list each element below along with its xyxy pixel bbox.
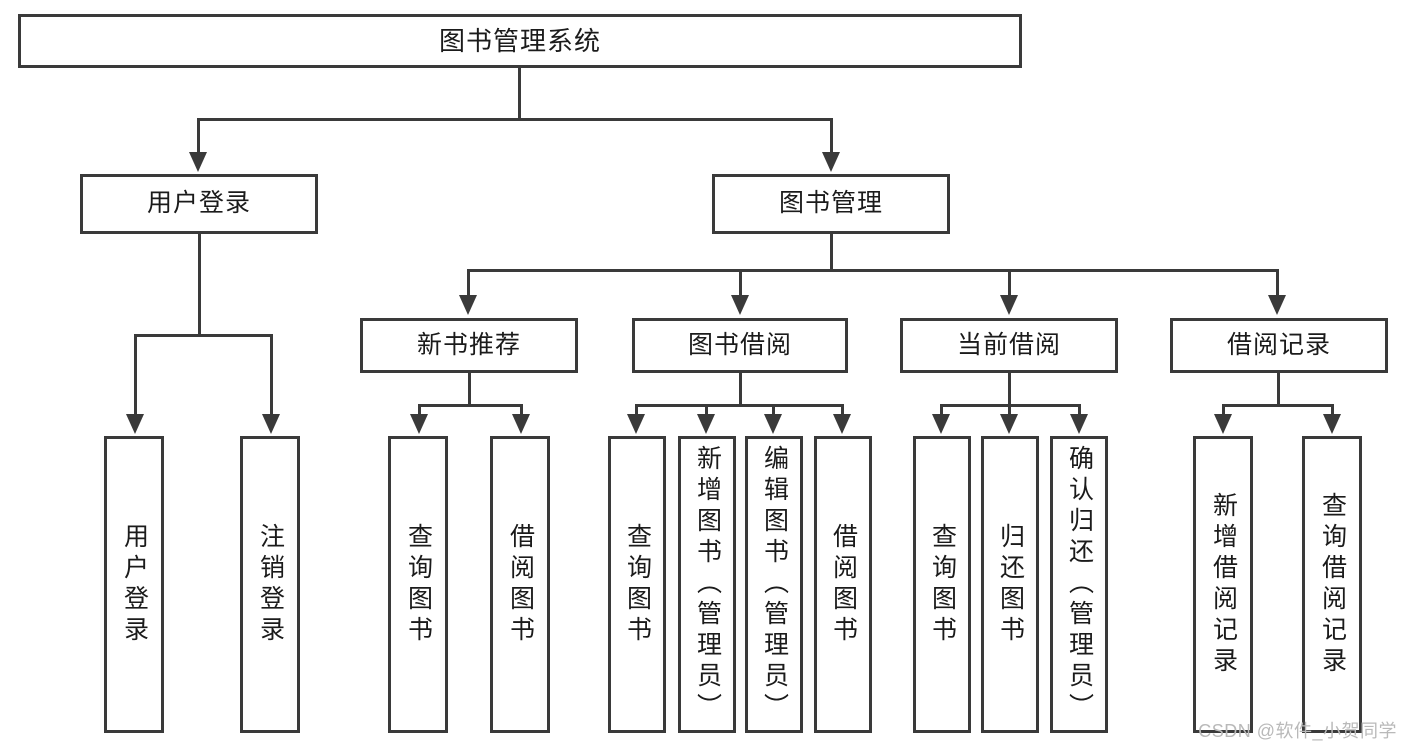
node-label: 确认归还（管理员）: [1065, 445, 1094, 724]
arrow-down-icon: [459, 295, 477, 315]
arrow-down-icon: [731, 295, 749, 315]
connector-bookborrow-drop-3: [772, 404, 775, 416]
connector-newbook-stem: [468, 373, 471, 407]
arrow-down-icon: [627, 414, 645, 434]
connector-bookmgmt-drop-2: [739, 269, 742, 297]
node-label: 查询借阅记录: [1318, 491, 1347, 678]
leaf-confirm-return-admin[interactable]: 确认归还（管理员）: [1050, 436, 1108, 733]
node-label: 新书推荐: [416, 330, 521, 359]
node-book-management[interactable]: 图书管理: [712, 174, 950, 234]
node-label: 用户登录: [120, 522, 149, 647]
leaf-return-book[interactable]: 归还图书: [981, 436, 1039, 733]
node-label: 注销登录: [256, 522, 285, 647]
node-book-management-system[interactable]: 图书管理系统: [18, 14, 1022, 68]
node-current-borrow[interactable]: 当前借阅: [900, 318, 1118, 373]
node-label: 查询图书: [404, 522, 433, 647]
leaf-logout[interactable]: 注销登录: [240, 436, 300, 733]
connector-bookmgmt-drop-4: [1276, 269, 1279, 297]
arrow-down-icon: [764, 414, 782, 434]
connector-currentborrow-drop-1: [940, 404, 943, 416]
node-label: 借阅图书: [506, 522, 535, 647]
connector-bookmgmt-drop-1: [467, 269, 470, 297]
arrow-down-icon: [410, 414, 428, 434]
node-label: 图书管理系统: [438, 25, 601, 56]
leaf-add-borrow-record[interactable]: 新增借阅记录: [1193, 436, 1253, 733]
connector-root-drop-1: [197, 118, 200, 154]
node-label: 新增借阅记录: [1209, 491, 1238, 678]
connector-bookborrow-drop-1: [635, 404, 638, 416]
connector-userlogin-stem: [198, 234, 201, 336]
node-user-login[interactable]: 用户登录: [80, 174, 318, 234]
connector-root-drop-2: [830, 118, 833, 154]
connector-bookmgmt-bus: [467, 269, 1278, 272]
connector-newbook-drop-2: [520, 404, 523, 416]
leaf-edit-book-admin[interactable]: 编辑图书（管理员）: [745, 436, 803, 733]
node-new-book-recommend[interactable]: 新书推荐: [360, 318, 578, 373]
leaf-query-book-borrow[interactable]: 查询图书: [608, 436, 666, 733]
leaf-user-login[interactable]: 用户登录: [104, 436, 164, 733]
arrow-down-icon: [1000, 295, 1018, 315]
arrow-down-icon: [833, 414, 851, 434]
connector-borrowrecord-bus: [1222, 404, 1334, 407]
arrow-down-icon: [1214, 414, 1232, 434]
connector-root-bus: [197, 118, 833, 121]
node-label: 图书管理: [778, 189, 883, 218]
node-label: 查询图书: [928, 522, 957, 647]
connector-root-stem: [518, 68, 521, 120]
node-label: 用户登录: [146, 189, 251, 218]
node-borrow-record[interactable]: 借阅记录: [1170, 318, 1388, 373]
connector-bookborrow-stem: [739, 373, 742, 407]
leaf-borrow-book-recommend[interactable]: 借阅图书: [490, 436, 550, 733]
node-book-borrow[interactable]: 图书借阅: [632, 318, 848, 373]
connector-bookborrow-drop-4: [841, 404, 844, 416]
connector-currentborrow-drop-3: [1078, 404, 1081, 416]
connector-currentborrow-stem: [1008, 373, 1011, 407]
leaf-add-book-admin[interactable]: 新增图书（管理员）: [678, 436, 736, 733]
node-label: 编辑图书（管理员）: [760, 445, 789, 724]
connector-borrowrecord-drop-1: [1222, 404, 1225, 416]
arrow-down-icon: [822, 152, 840, 172]
leaf-borrow-book[interactable]: 借阅图书: [814, 436, 872, 733]
node-label: 查询图书: [623, 522, 652, 647]
connector-borrowrecord-stem: [1277, 373, 1280, 407]
leaf-query-borrow-record[interactable]: 查询借阅记录: [1302, 436, 1362, 733]
arrow-down-icon: [932, 414, 950, 434]
node-label: 借阅记录: [1226, 330, 1331, 359]
node-label: 借阅图书: [829, 522, 858, 647]
node-label: 新增图书（管理员）: [693, 445, 722, 724]
node-label: 当前借阅: [956, 330, 1061, 359]
node-label: 图书借阅: [687, 330, 792, 359]
connector-bookmgmt-stem: [830, 234, 833, 272]
csdn-watermark: CSDN @软件_小贺同学: [1198, 721, 1397, 741]
node-label: 归还图书: [996, 522, 1025, 647]
arrow-down-icon: [1323, 414, 1341, 434]
connector-bookborrow-bus: [635, 404, 843, 407]
connector-userlogin-drop-2: [270, 334, 273, 416]
arrow-down-icon: [126, 414, 144, 434]
connector-bookborrow-drop-2: [705, 404, 708, 416]
arrow-down-icon: [512, 414, 530, 434]
arrow-down-icon: [697, 414, 715, 434]
arrow-down-icon: [1070, 414, 1088, 434]
arrow-down-icon: [262, 414, 280, 434]
arrow-down-icon: [1268, 295, 1286, 315]
leaf-query-book-current[interactable]: 查询图书: [913, 436, 971, 733]
connector-borrowrecord-drop-2: [1331, 404, 1334, 416]
arrow-down-icon: [1000, 414, 1018, 434]
arrow-down-icon: [189, 152, 207, 172]
connector-newbook-bus: [418, 404, 522, 407]
connector-userlogin-bus: [134, 334, 273, 337]
leaf-query-book-recommend[interactable]: 查询图书: [388, 436, 448, 733]
connector-bookmgmt-drop-3: [1008, 269, 1011, 297]
connector-currentborrow-drop-2: [1008, 404, 1011, 416]
connector-userlogin-drop-1: [134, 334, 137, 416]
connector-newbook-drop-1: [418, 404, 421, 416]
